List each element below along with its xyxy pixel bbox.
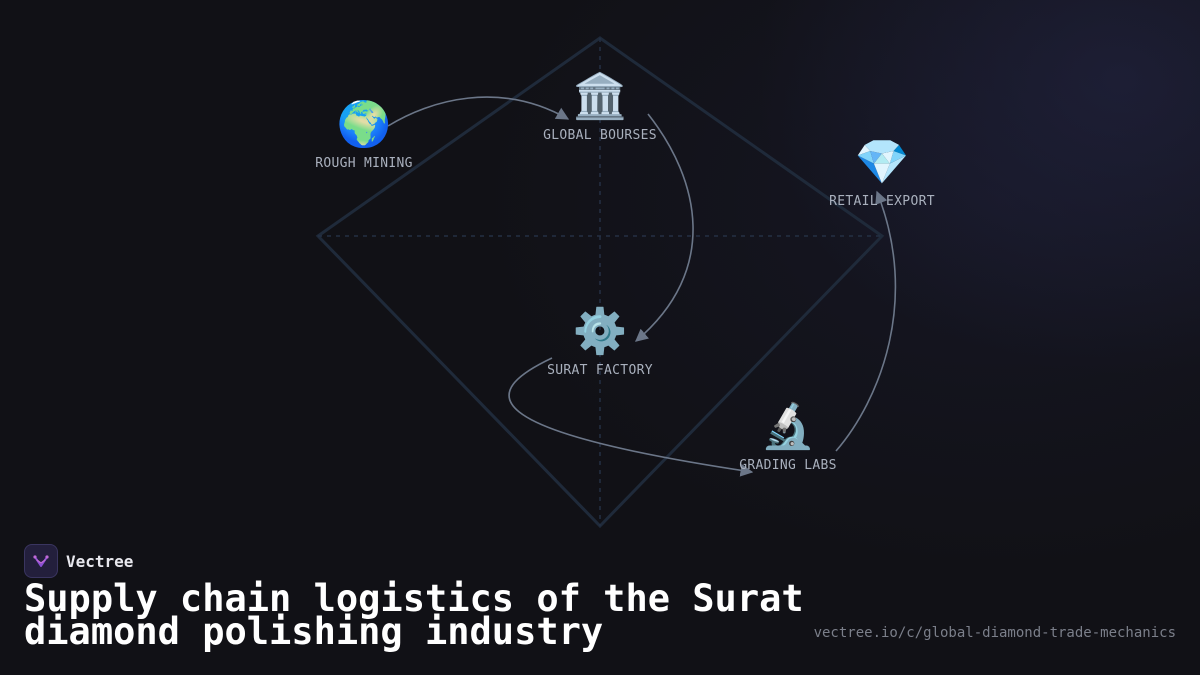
node-grading-labs: 🔬 GRADING LABS (739, 401, 837, 474)
node-global-bourses: 🏛️ GLOBAL BOURSES (543, 71, 657, 144)
node-label-global-bourses: GLOBAL BOURSES (543, 128, 657, 143)
brand-name: Vectree (66, 551, 134, 571)
gear-icon: ⚙️ (572, 306, 628, 357)
node-rough-mining: 🌍 ROUGH MINING (315, 99, 413, 172)
node-label-rough-mining: ROUGH MINING (315, 156, 413, 171)
node-label-surat-factory: SURAT FACTORY (547, 363, 653, 378)
earth-globe-icon: 🌍 (336, 99, 392, 150)
vectree-logo-icon (24, 544, 58, 578)
node-retail-export: 💎 RETAIL EXPORT (829, 137, 935, 210)
edge-mining-to-bourses (387, 96, 570, 127)
brand: Vectree (24, 544, 133, 578)
node-surat-factory: ⚙️ SURAT FACTORY (547, 306, 653, 379)
edge-factory-to-labs (508, 357, 754, 477)
edge-labs-to-export (835, 190, 897, 452)
page-title: Supply chain logistics of the Surat diam… (24, 577, 804, 653)
edge-bourses-to-factory (635, 113, 694, 342)
gem-stone-icon: 💎 (854, 137, 910, 188)
node-label-grading-labs: GRADING LABS (739, 458, 837, 473)
microscope-icon: 🔬 (760, 401, 816, 452)
node-label-retail-export: RETAIL EXPORT (829, 194, 935, 209)
source-url[interactable]: vectree.io/c/global-diamond-trade-mechan… (813, 625, 1176, 641)
classical-building-icon: 🏛️ (572, 71, 628, 122)
